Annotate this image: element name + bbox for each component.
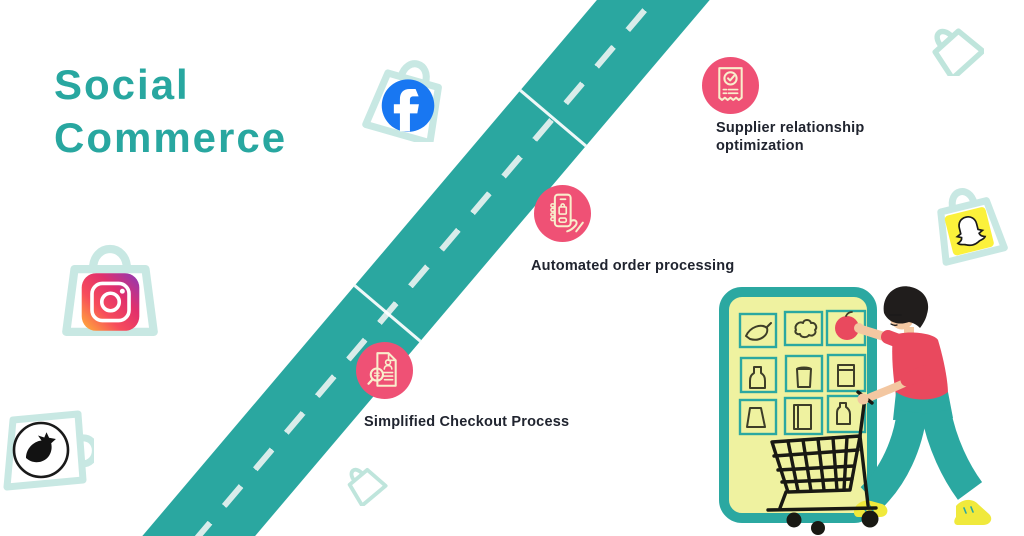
road-segment-divider (353, 284, 422, 343)
twitter-bird-glyph (25, 432, 56, 463)
title-line-2: Commerce (54, 114, 288, 161)
hand-phone-order-icon (550, 193, 584, 233)
instagram-camera-glyph (90, 281, 131, 323)
milestone-circle-supplier (702, 57, 759, 114)
receipt-check-icon (718, 67, 743, 101)
twitter-bird-in-shopping-bag (3, 410, 94, 491)
shopping-bag-outline-icon (347, 467, 388, 506)
title-line-1: Social (54, 61, 190, 108)
checkout-document-search-icon (367, 352, 397, 387)
facebook-f-glyph (393, 88, 419, 132)
person-shopping-illustration (719, 286, 992, 535)
product-sketches (745, 319, 855, 430)
snapchat-ghost-glyph (955, 216, 987, 247)
apple (835, 316, 859, 340)
milestone-circle-automated (534, 185, 591, 242)
page-title: Social Commerce (54, 58, 287, 164)
hand-on-cart (857, 393, 869, 405)
instagram-logo-in-shopping-bag (62, 244, 158, 336)
road-segment-divider (519, 89, 587, 148)
milestone-label-simplified: Simplified Checkout Process (364, 414, 570, 430)
milestone-label-supplier: Supplier relationship optimization (716, 120, 865, 154)
snapchat-logo-in-shopping-bag (937, 188, 1008, 266)
shelf-tiles (738, 309, 867, 436)
shopping-cart (766, 390, 878, 512)
milestone-label-automated: Automated order processing (531, 258, 735, 274)
facebook-logo-in-shopping-bag (362, 60, 442, 142)
shopping-bag-outline-icon (932, 28, 984, 76)
milestone-circle-simplified (356, 342, 413, 399)
